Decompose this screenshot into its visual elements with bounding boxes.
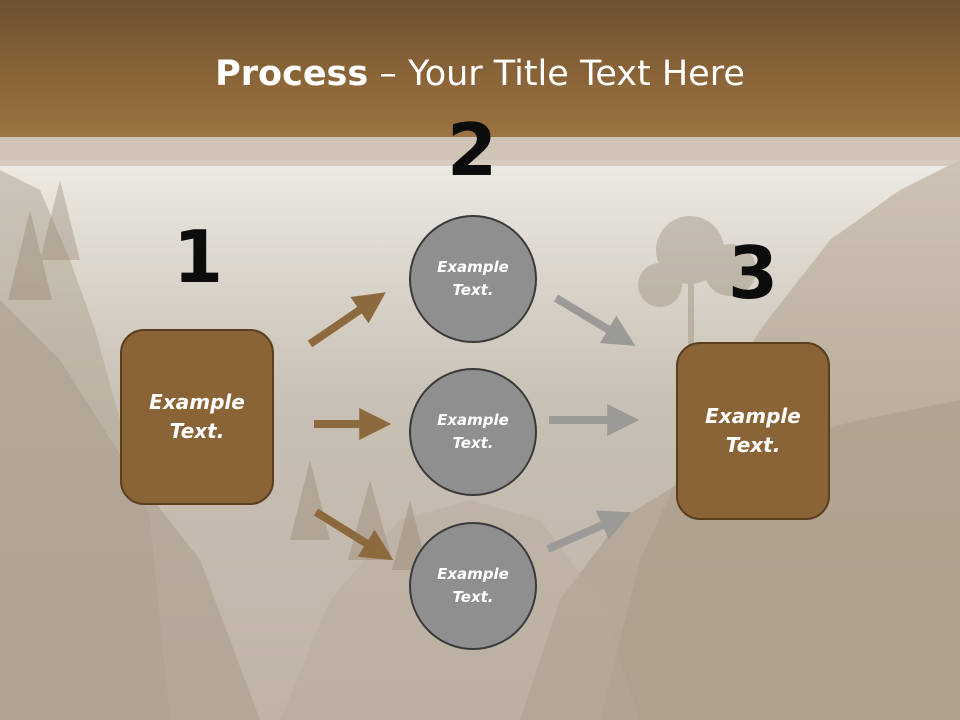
circle-bottom-label: Example Text. (437, 565, 509, 606)
title-bold: Process (215, 54, 369, 94)
step-3-box-label: Example Text. (705, 404, 801, 457)
step-2-circle-bottom: Example Text. (409, 522, 537, 650)
step-2-circle-top: Example Text. (409, 215, 537, 343)
arrow-to-top-circle (307, 292, 386, 348)
step-number-2: 2 (446, 108, 498, 192)
slide-title: Process – Your Title Text Here (0, 52, 960, 96)
step-3-box: Example Text. (676, 342, 830, 520)
circle-top-label: Example Text. (437, 258, 509, 299)
step-2-circle-middle: Example Text. (409, 368, 537, 496)
arrow-top-to-right (553, 294, 636, 346)
arrow-bottom-to-right (546, 510, 632, 553)
arrow-to-bottom-circle (313, 508, 394, 561)
step-number-3: 3 (727, 231, 779, 315)
title-band (0, 0, 960, 137)
circle-middle-label: Example Text. (437, 411, 509, 452)
title-rest: – Your Title Text Here (368, 54, 745, 94)
step-1-box-label: Example Text. (149, 390, 245, 443)
title-strip (0, 137, 960, 166)
step-number-1: 1 (172, 215, 224, 299)
step-1-box: Example Text. (120, 329, 274, 505)
